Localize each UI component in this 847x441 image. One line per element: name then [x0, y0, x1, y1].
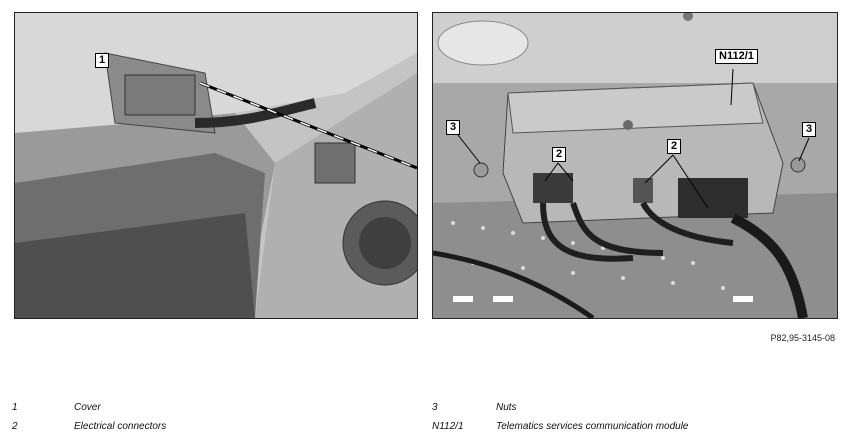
legend-key: 3	[432, 402, 438, 413]
callout-cover: 1	[95, 53, 110, 68]
photo-left-trunk-interior: 1	[14, 12, 418, 319]
photo-right-telematics-module: N112/1 3 2 2 3	[432, 12, 838, 319]
legend-text: Telematics services communication module	[496, 421, 689, 432]
callout-telematics-module: N112/1	[715, 49, 758, 64]
legend-key: 2	[12, 421, 18, 432]
legend-key: N112/1	[432, 421, 464, 432]
legend-text: Electrical connectors	[74, 421, 167, 432]
figure-reference-code: P82,95-3145-08	[770, 333, 835, 343]
trunk-illustration	[15, 13, 417, 318]
callout-connector-right: 2	[667, 139, 682, 154]
callout-nut-left: 3	[446, 120, 461, 135]
module-illustration	[433, 13, 837, 318]
legend-text: Cover	[74, 402, 101, 413]
legend-key: 1	[12, 402, 18, 413]
callout-nut-right: 3	[802, 122, 817, 137]
legend-text: Nuts	[496, 402, 517, 413]
callout-connector-left: 2	[552, 147, 567, 162]
